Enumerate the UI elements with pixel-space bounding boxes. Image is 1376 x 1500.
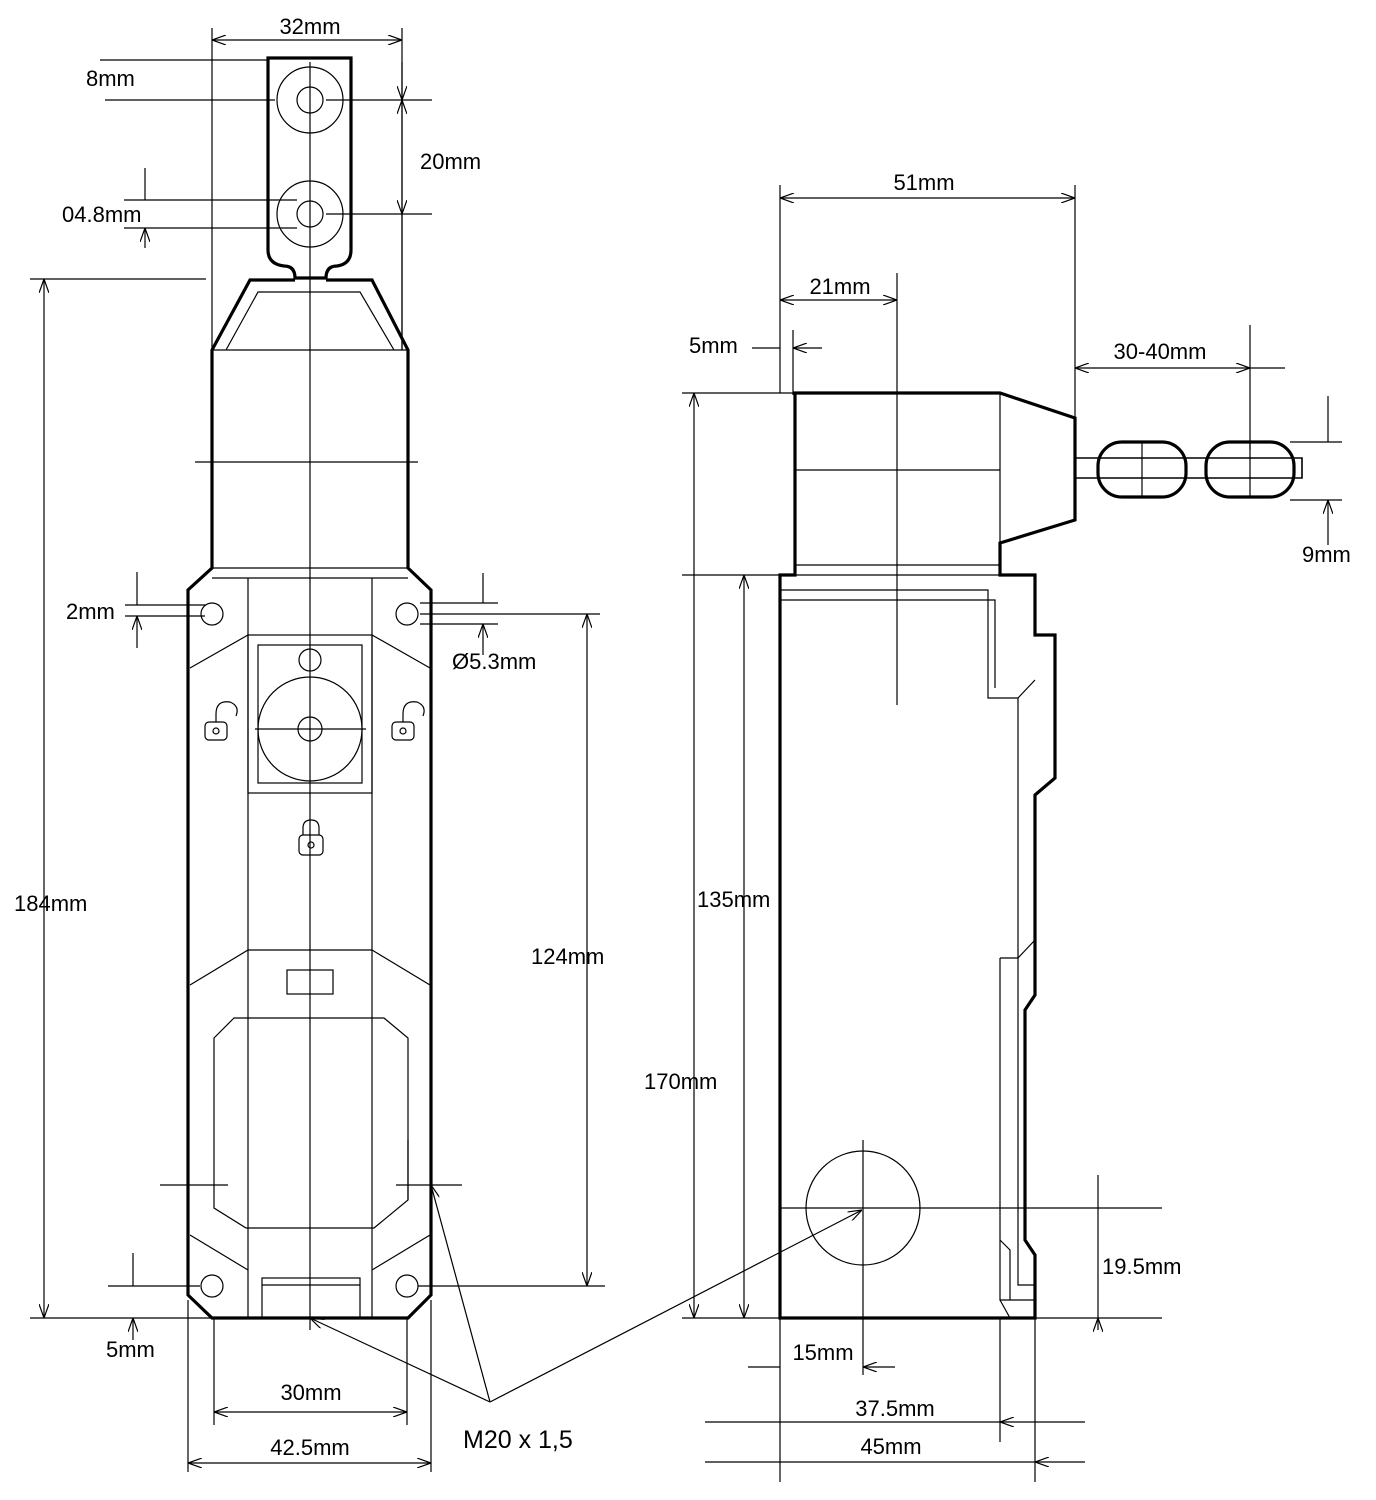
body-inner-foot xyxy=(999,1239,1011,1300)
side-view: 51mm 21mm 5mm 30-40mm 9mm 135mm 170mm 19… xyxy=(644,170,1351,1482)
label-15mm: 15mm xyxy=(792,1340,853,1365)
ext-lines-bottom xyxy=(187,1300,432,1472)
thread-leader-conduit xyxy=(489,1210,862,1403)
label-5mm-side: 5mm xyxy=(689,333,738,358)
ext-lines-roller xyxy=(100,59,432,101)
unlock-icon-left xyxy=(204,701,238,741)
actuator-rod xyxy=(1075,457,1303,479)
body-inner-step-2 xyxy=(780,599,996,688)
label-2mm: 2mm xyxy=(66,599,115,624)
chain-link-centers xyxy=(1141,442,1251,497)
label-20mm: 20mm xyxy=(420,149,481,174)
ext-lines-9 xyxy=(1290,441,1342,501)
mounting-hole-top-left xyxy=(200,602,224,626)
side-outline xyxy=(778,391,1077,1320)
label-30mm: 30mm xyxy=(280,1380,341,1405)
ext-lines-2 xyxy=(125,604,205,617)
bottom-conduit-slot xyxy=(261,1277,361,1319)
ext-lines-heights xyxy=(682,392,795,1319)
body-inner-chamfer-top xyxy=(1017,679,1036,699)
body-inner-foot-2 xyxy=(999,1299,1011,1319)
label-8mm: 8mm xyxy=(86,66,135,91)
actuator-chain xyxy=(1075,440,1303,499)
label-thread: M20 x 1,5 xyxy=(463,1426,573,1454)
label-135mm: 135mm xyxy=(697,887,770,912)
ext-lines-32 xyxy=(211,28,403,350)
body-chamfer-lines-bottom xyxy=(189,1234,431,1271)
thread-leader-side xyxy=(431,1185,491,1403)
label-4-8mm: 04.8mm xyxy=(62,202,141,227)
thread-leader-bottom xyxy=(310,1318,491,1403)
lock-icon-center xyxy=(298,819,324,856)
label-184mm: 184mm xyxy=(14,891,87,916)
label-hole-dia: Ø5.3mm xyxy=(452,649,536,674)
label-30-40mm: 30-40mm xyxy=(1114,339,1207,364)
label-19-5mm: 19.5mm xyxy=(1102,1254,1181,1279)
head-taper xyxy=(225,291,395,351)
label-37-5mm: 37.5mm xyxy=(855,1396,934,1421)
body-chamfer-lines-top xyxy=(189,634,431,669)
mounting-hole-bottom-left xyxy=(200,1274,224,1298)
label-124mm: 124mm xyxy=(531,944,604,969)
ext-lines-holes xyxy=(418,602,605,1287)
body-inner-step xyxy=(780,589,1035,1286)
ext-lines-cover xyxy=(160,1140,462,1200)
mounting-hole-top-right xyxy=(395,602,419,626)
label-170mm: 170mm xyxy=(644,1069,717,1094)
label-21mm: 21mm xyxy=(809,274,870,299)
mounting-hole-bottom-right xyxy=(395,1274,419,1298)
front-view: 32mm 8mm 20mm 04.8mm 184mm 2mm Ø5.3mm 12… xyxy=(14,14,862,1472)
body-inner-chamfer-mid xyxy=(1000,939,1036,959)
label-51mm: 51mm xyxy=(893,170,954,195)
label-42-5mm: 42.5mm xyxy=(270,1435,349,1460)
unlock-icon-right xyxy=(391,701,425,741)
label-5mm-bottom: 5mm xyxy=(106,1337,155,1362)
ext-lines-51 xyxy=(779,185,1076,418)
label-9mm: 9mm xyxy=(1302,542,1351,567)
ext-lines-184 xyxy=(30,278,212,1319)
cover-plate xyxy=(213,1017,409,1229)
label-45mm: 45mm xyxy=(860,1434,921,1459)
actuator-tab-outline xyxy=(266,56,353,280)
label-32mm: 32mm xyxy=(279,14,340,39)
